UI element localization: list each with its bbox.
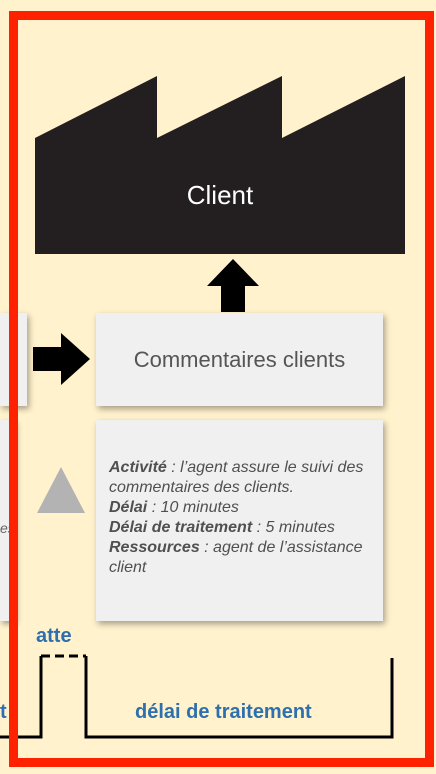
factory-shape	[35, 76, 405, 254]
timeline-processing-label: délai de traitement	[135, 701, 312, 723]
timeline-left-partial-label: t	[0, 701, 7, 723]
up-arrow-icon	[207, 259, 259, 312]
delay-title: Délai	[109, 499, 148, 516]
processing-title: Délai de traitement	[109, 519, 253, 536]
resources-title: Ressources	[109, 539, 200, 556]
highlight-frame	[9, 11, 434, 767]
activity-title: Activité	[109, 459, 167, 476]
activity-box: Activité : l’agent assure le suivi des c…	[96, 420, 383, 621]
activity-text: : l’agent assure le suivi des commentair…	[109, 459, 364, 496]
delay-text: : 10 minutes	[147, 499, 239, 516]
timeline-wait-label: atte	[36, 625, 72, 647]
comment-box: Commentaires clients	[96, 313, 383, 406]
resources-text: : agent de l’assistance client	[109, 539, 363, 576]
inventory-triangle-icon	[37, 467, 85, 513]
comment-box-label: Commentaires clients	[133, 346, 346, 372]
factory-icon	[35, 76, 405, 254]
processing-text: : 5 minutes	[252, 519, 335, 536]
right-arrow-icon	[33, 333, 90, 385]
factory-label: Client	[186, 180, 254, 210]
